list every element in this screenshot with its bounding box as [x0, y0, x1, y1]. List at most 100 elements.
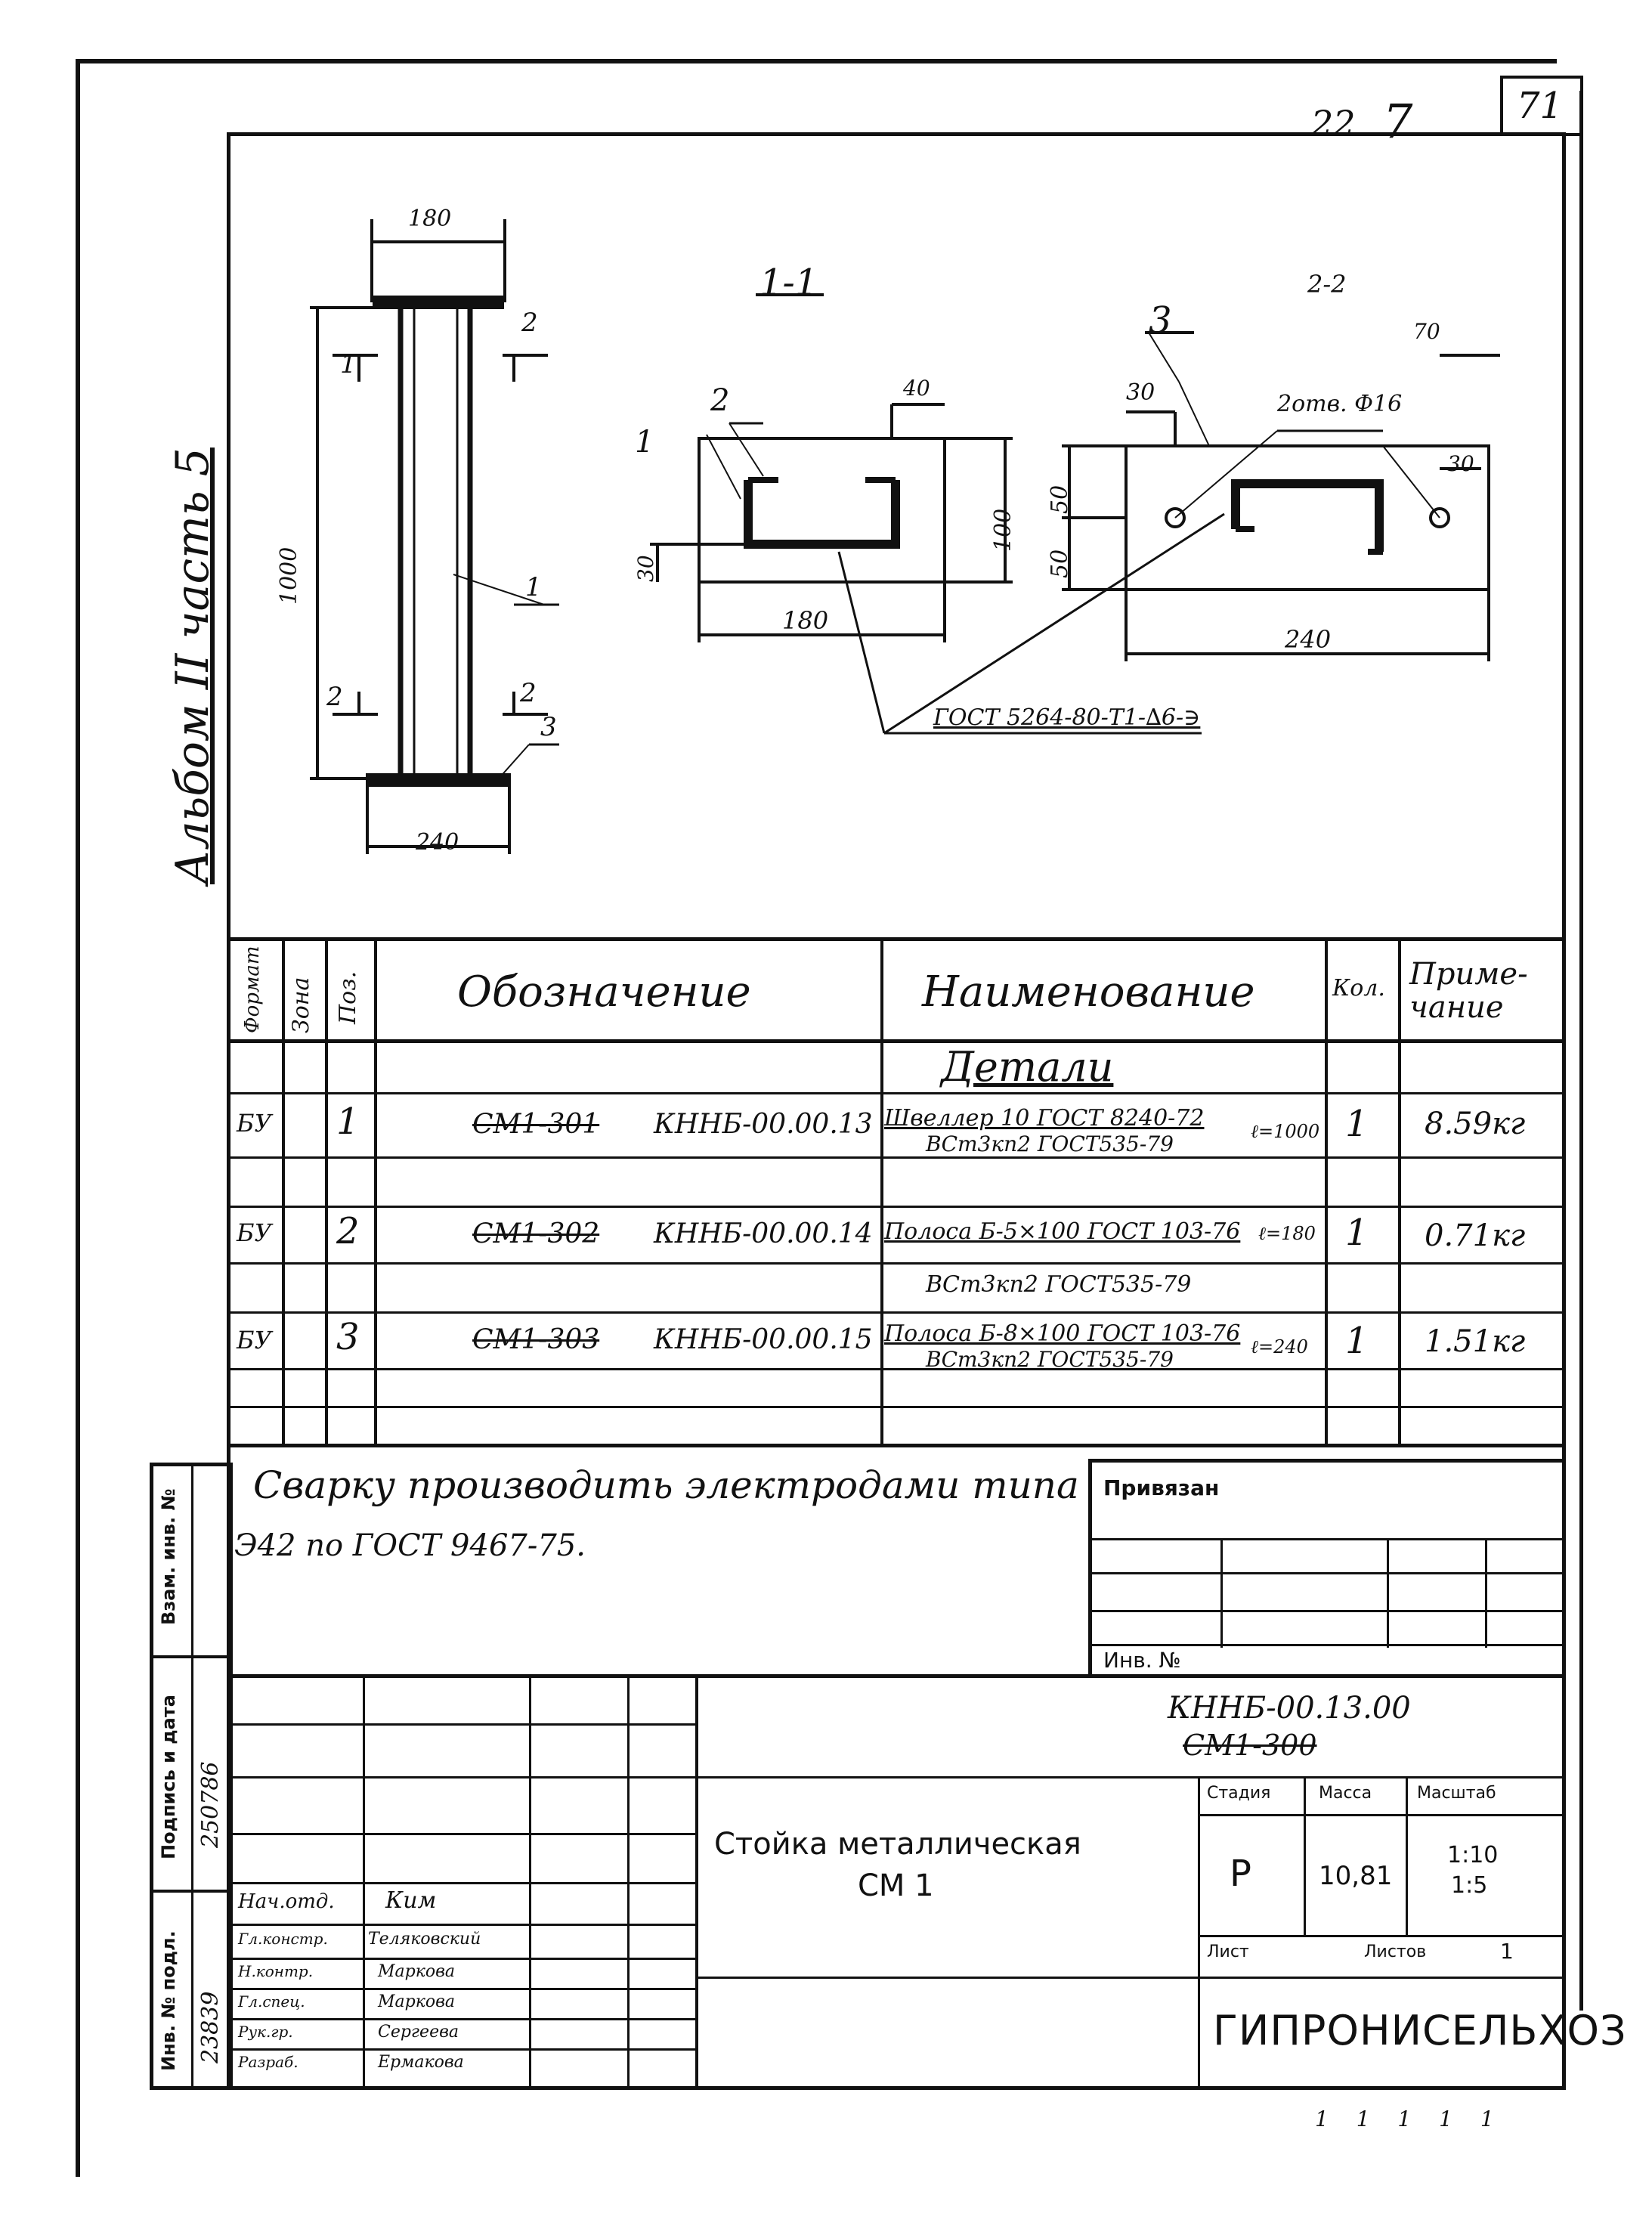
notes-block: Сварку производить электродами типа Э42 …: [227, 1444, 1566, 1678]
col-mass: Масса: [1319, 1784, 1372, 1803]
elev-pos3-label: 3: [540, 712, 557, 742]
side-stamp-inv-no: Инв. № подл.: [158, 1930, 179, 2071]
section-2-2-view: [883, 331, 1500, 735]
binding-block: Привязан Инв. №: [1088, 1459, 1566, 1678]
section-title-details: Детали: [941, 1043, 1114, 1091]
person6-role: Разраб.: [238, 2053, 299, 2071]
elev-section1-left: 1: [340, 349, 357, 379]
doc-code: КННБ-00.13.00: [1168, 1691, 1411, 1726]
elev-top-width: 180: [408, 206, 452, 232]
bottom-mark: 1 1 1 1 1: [1315, 2107, 1505, 2131]
section-1-1-dim100: 100: [990, 508, 1016, 552]
doc-title-line1: Стойка металлическая: [714, 1827, 1081, 1862]
section-2-2-dim70: 70: [1413, 319, 1440, 344]
person1-role: Нач.отд.: [238, 1890, 335, 1913]
row3-designation: КННБ-00.00.15: [654, 1324, 873, 1355]
person2-name: Теляковский: [368, 1930, 481, 1949]
section-2-2-dim50-top: 50: [1047, 484, 1073, 514]
person4-role: Гл.спец.: [238, 1992, 305, 2011]
title-block: Нач.отд. Ким Гл.констр. Теляковский Н.ко…: [227, 1674, 1626, 2090]
side-stamp: Взам. инв. № Подпись и дата Инв. № подл.…: [150, 1463, 233, 2090]
row3-format: БУ: [237, 1326, 272, 1354]
section-2-2-dim30: 30: [1126, 379, 1155, 406]
person4-name: Маркова: [378, 1992, 456, 2011]
stage-value: Р: [1230, 1853, 1251, 1895]
welding-line2: Э42 по ГОСТ 9467-75.: [234, 1528, 586, 1563]
side-stamp-inv-value: 23839: [197, 1991, 224, 2063]
row1-pos: 1: [336, 1101, 360, 1143]
person3-role: Н.контр.: [238, 1962, 314, 1980]
row1-qty: 1: [1345, 1103, 1369, 1145]
row3-note: 1.51кг: [1425, 1324, 1526, 1359]
binding-inv: Инв. №: [1103, 1648, 1181, 1673]
person2-role: Гл.констр.: [238, 1930, 328, 1948]
scale-value-2: 1:5: [1451, 1872, 1488, 1899]
elev-pos1-label: 1: [525, 572, 542, 602]
header-zone: Зона: [288, 977, 314, 1033]
row1-note: 8.59кг: [1425, 1107, 1526, 1141]
section-1-1-title: 1-1: [759, 262, 818, 304]
outer-left-line: [76, 60, 80, 2177]
row3-name1: Полоса Б-8×100 ГОСТ 103-76: [884, 1320, 1241, 1347]
row3-pos: 3: [336, 1316, 360, 1358]
section-2-2-dim50-bottom: 50: [1047, 549, 1073, 578]
header-designation: Обозначение: [457, 967, 751, 1017]
row2-name1: Полоса Б-5×100 ГОСТ 103-76: [884, 1218, 1241, 1245]
drawing-frame: [227, 132, 1566, 945]
corner-box-number: 71: [1517, 85, 1564, 127]
row3-old-designation: СМ1-303: [472, 1324, 600, 1355]
row2-format: БУ: [237, 1218, 272, 1247]
scale-value-1: 1:10: [1447, 1842, 1499, 1868]
row2-pos: 2: [336, 1210, 360, 1252]
elev-section1-right: 2: [521, 308, 538, 338]
person3-name: Маркова: [378, 1962, 456, 1981]
spec-table: Формат Зона Поз. Обозначение Наименовани…: [227, 937, 1566, 1447]
person5-name: Сергеева: [378, 2023, 459, 2042]
row2-name2: ВСт3кп2 ГОСТ535-79: [926, 1271, 1192, 1298]
old-doc-code: СМ1-300: [1183, 1729, 1317, 1762]
side-stamp-date-value: 250786: [197, 1761, 224, 1848]
header-name: Наименование: [922, 967, 1255, 1017]
row2-qty: 1: [1345, 1212, 1369, 1254]
row3-qty: 1: [1345, 1320, 1369, 1362]
elev-section2-right: 2: [520, 678, 537, 708]
outer-top-line: [76, 59, 1557, 63]
binding-title: Привязан: [1103, 1475, 1220, 1500]
sheet-label: Лист: [1207, 1943, 1249, 1961]
row3-name2: ВСт3кп2 ГОСТ535-79: [926, 1347, 1174, 1372]
section-2-2-holes: 2отв. Ф16: [1277, 391, 1403, 417]
outer-right-line: [1579, 91, 1583, 2011]
header-pos: Поз.: [335, 971, 361, 1024]
row1-format: БУ: [237, 1109, 272, 1138]
row2-note: 0.71кг: [1425, 1218, 1526, 1253]
section-2-2-title: 2-2: [1307, 270, 1347, 299]
section-2-2-dim30-right: 30: [1447, 451, 1474, 476]
person1-name: Ким: [385, 1887, 437, 1914]
row1-name1: Швеллер 10 ГОСТ 8240-72: [884, 1105, 1205, 1131]
elevation-view: [310, 219, 559, 854]
section-2-2-pos3: 3: [1149, 299, 1172, 342]
col-scale: Масштаб: [1417, 1784, 1496, 1803]
sheets-value: 1: [1500, 1939, 1514, 1964]
section-1-1-dim40: 40: [903, 376, 930, 401]
row1-designation: КННБ-00.00.13: [654, 1109, 873, 1140]
row1-old-designation: СМ1-301: [472, 1109, 600, 1140]
section-1-1-dim180: 180: [782, 606, 829, 635]
weld-note: ГОСТ 5264-80-Т1-∆6-∋: [933, 704, 1201, 731]
row1-name2: ВСт3кп2 ГОСТ535-79: [926, 1131, 1174, 1156]
side-stamp-sign-date: Подпись и дата: [158, 1695, 179, 1859]
section-1-1-pos1: 1: [635, 425, 654, 460]
row2-designation: КННБ-00.00.14: [654, 1218, 873, 1249]
col-stage: Стадия: [1207, 1784, 1271, 1803]
corner-number: 7: [1383, 94, 1413, 149]
side-stamp-vzam: Взам. инв. №: [158, 1488, 179, 1625]
section-2-2-dim240: 240: [1285, 625, 1332, 654]
elev-section2-left: 2: [326, 682, 343, 712]
header-qty: Кол.: [1332, 975, 1385, 1001]
section-1-1-dim30: 30: [633, 555, 658, 582]
row2-old-designation: СМ1-302: [472, 1218, 600, 1249]
person6-name: Ермакова: [378, 2053, 464, 2072]
elev-bottom-width: 240: [416, 829, 459, 856]
org-name: ГИПРОНИСЕЛЬХОЗ: [1213, 2007, 1627, 2054]
header-format: Формат: [241, 946, 264, 1033]
